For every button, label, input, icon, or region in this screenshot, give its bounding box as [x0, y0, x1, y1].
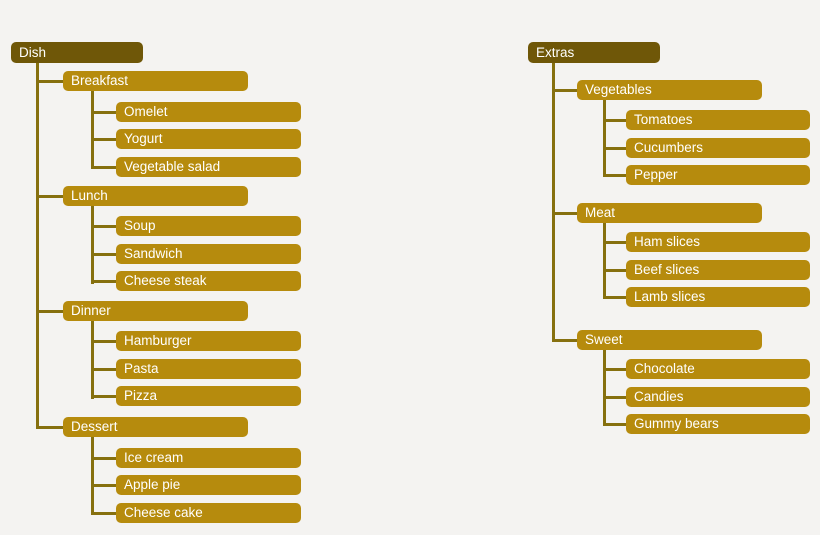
- connector-stub-candies: [603, 396, 626, 399]
- node-extras: Extras: [528, 42, 660, 63]
- connector-stub-omelet: [91, 111, 116, 114]
- node-apple-pie: Apple pie: [116, 475, 301, 495]
- node-dish: Dish: [11, 42, 143, 63]
- node-ice-cream: Ice cream: [116, 448, 301, 468]
- connector-stub-pizza: [91, 395, 116, 398]
- node-breakfast: Breakfast: [63, 71, 248, 91]
- connector-stub-meat: [552, 212, 577, 215]
- node-gummy-bears: Gummy bears: [626, 414, 810, 434]
- node-meat: Meat: [577, 203, 762, 223]
- node-omelet: Omelet: [116, 102, 301, 122]
- node-pasta: Pasta: [116, 359, 301, 379]
- connector-stub-lamb-slices: [603, 296, 626, 299]
- connector-stub-soup: [91, 225, 116, 228]
- connector-stub-tomatoes: [603, 119, 626, 122]
- connector-stub-dessert: [36, 426, 63, 429]
- connector-stub-cheese-cake: [91, 512, 116, 515]
- node-ham-slices: Ham slices: [626, 232, 810, 252]
- connector-stub-chocolate: [603, 368, 626, 371]
- node-hamburger: Hamburger: [116, 331, 301, 351]
- node-dessert: Dessert: [63, 417, 248, 437]
- connector-breakfast-trunk: [91, 91, 94, 169]
- connector-stub-breakfast: [36, 80, 63, 83]
- node-pizza: Pizza: [116, 386, 301, 406]
- connector-dinner-trunk: [91, 321, 94, 399]
- connector-stub-lunch: [36, 195, 63, 198]
- connector-meat-trunk: [603, 223, 606, 299]
- connector-stub-dinner: [36, 310, 63, 313]
- connector-stub-sandwich: [91, 253, 116, 256]
- connector-sweet-trunk: [603, 350, 606, 426]
- node-cheese-steak: Cheese steak: [116, 271, 301, 291]
- node-vegetables: Vegetables: [577, 80, 762, 100]
- connector-stub-ice-cream: [91, 457, 116, 460]
- node-tomatoes: Tomatoes: [626, 110, 810, 130]
- node-dinner: Dinner: [63, 301, 248, 321]
- connector-stub-hamburger: [91, 340, 116, 343]
- node-sweet: Sweet: [577, 330, 762, 350]
- node-candies: Candies: [626, 387, 810, 407]
- connector-stub-pasta: [91, 368, 116, 371]
- node-beef-slices: Beef slices: [626, 260, 810, 280]
- connector-stub-apple-pie: [91, 484, 116, 487]
- node-yogurt: Yogurt: [116, 129, 301, 149]
- connector-stub-sweet: [552, 339, 577, 342]
- node-vegetable-salad: Vegetable salad: [116, 157, 301, 177]
- node-lunch: Lunch: [63, 186, 248, 206]
- connector-stub-gummy-bears: [603, 423, 626, 426]
- node-sandwich: Sandwich: [116, 244, 301, 264]
- connector-stub-cheese-steak: [91, 280, 116, 283]
- connector-stub-vegetable-salad: [91, 166, 116, 169]
- connector-dish-trunk: [36, 63, 39, 429]
- node-chocolate: Chocolate: [626, 359, 810, 379]
- node-soup: Soup: [116, 216, 301, 236]
- connector-stub-yogurt: [91, 138, 116, 141]
- connector-stub-cucumbers: [603, 147, 626, 150]
- node-lamb-slices: Lamb slices: [626, 287, 810, 307]
- connector-stub-vegetables: [552, 89, 577, 92]
- node-cheese-cake: Cheese cake: [116, 503, 301, 523]
- node-pepper: Pepper: [626, 165, 810, 185]
- node-cucumbers: Cucumbers: [626, 138, 810, 158]
- connector-extras-trunk: [552, 63, 555, 342]
- connector-lunch-trunk: [91, 206, 94, 284]
- connector-dessert-trunk: [91, 437, 94, 515]
- connector-stub-beef-slices: [603, 269, 626, 272]
- connector-stub-ham-slices: [603, 241, 626, 244]
- connector-vegetables-trunk: [603, 100, 606, 177]
- connector-stub-pepper: [603, 174, 626, 177]
